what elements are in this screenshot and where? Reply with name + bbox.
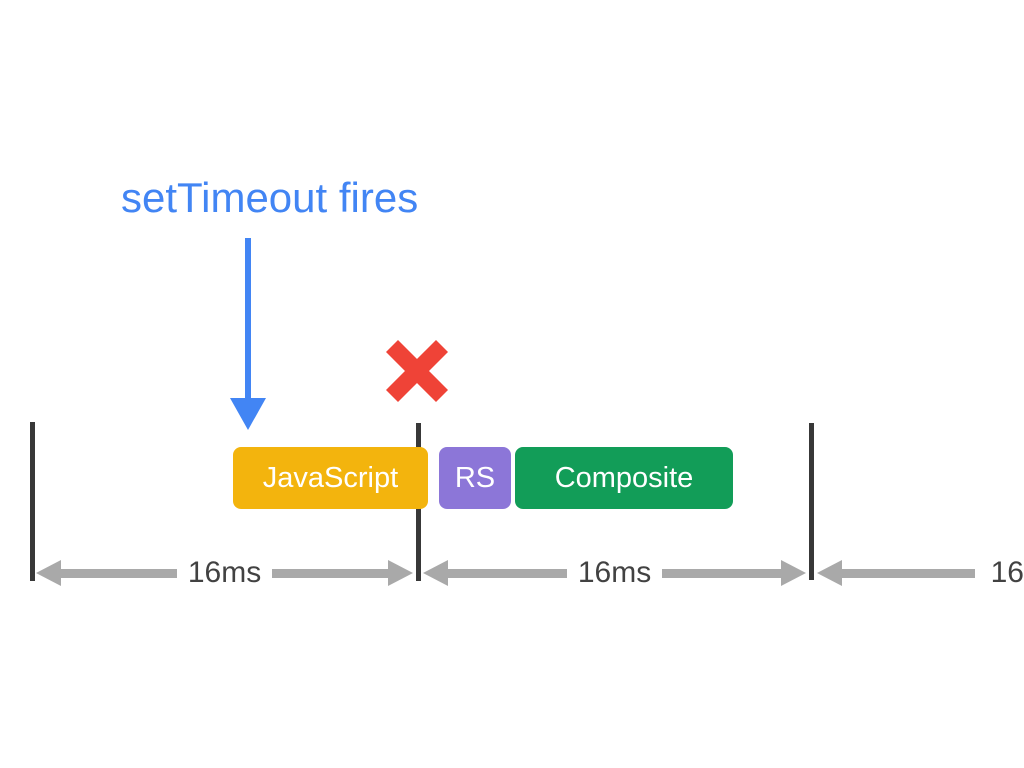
interval-label-3: 16 — [990, 556, 1024, 589]
task-javascript: JavaScript — [233, 447, 428, 509]
interval-arrow-1: 16ms — [36, 556, 414, 589]
x-mark-icon — [385, 339, 449, 403]
task-rs: RS — [439, 447, 511, 509]
arrowhead-right-icon — [781, 560, 807, 586]
arrowhead-left-icon — [36, 560, 61, 586]
interval-label-2: 16ms — [577, 556, 652, 589]
frame-boundary-tick-3 — [809, 423, 814, 580]
interval-arrow-3: 16 — [817, 558, 1024, 588]
arrowhead-right-icon — [388, 560, 414, 586]
interval-label-1: 16ms — [187, 556, 262, 589]
arrowhead-left-icon — [423, 560, 448, 586]
interval-arrow-2: 16ms — [423, 556, 807, 589]
arrow-line — [448, 568, 567, 578]
arrow-line — [662, 568, 782, 578]
frame-boundary-tick-1 — [30, 422, 35, 581]
arrow-line — [61, 568, 177, 578]
task-composite-label: Composite — [554, 461, 694, 494]
arrow-line — [842, 568, 975, 578]
task-rs-label: RS — [454, 461, 496, 494]
arrow-line — [272, 568, 389, 578]
task-javascript-label: JavaScript — [262, 461, 399, 494]
task-composite: Composite — [515, 447, 733, 509]
down-arrow-icon — [230, 238, 266, 430]
arrowhead-left-icon — [817, 560, 842, 586]
settimeout-fires-label: setTimeout fires — [121, 174, 419, 221]
